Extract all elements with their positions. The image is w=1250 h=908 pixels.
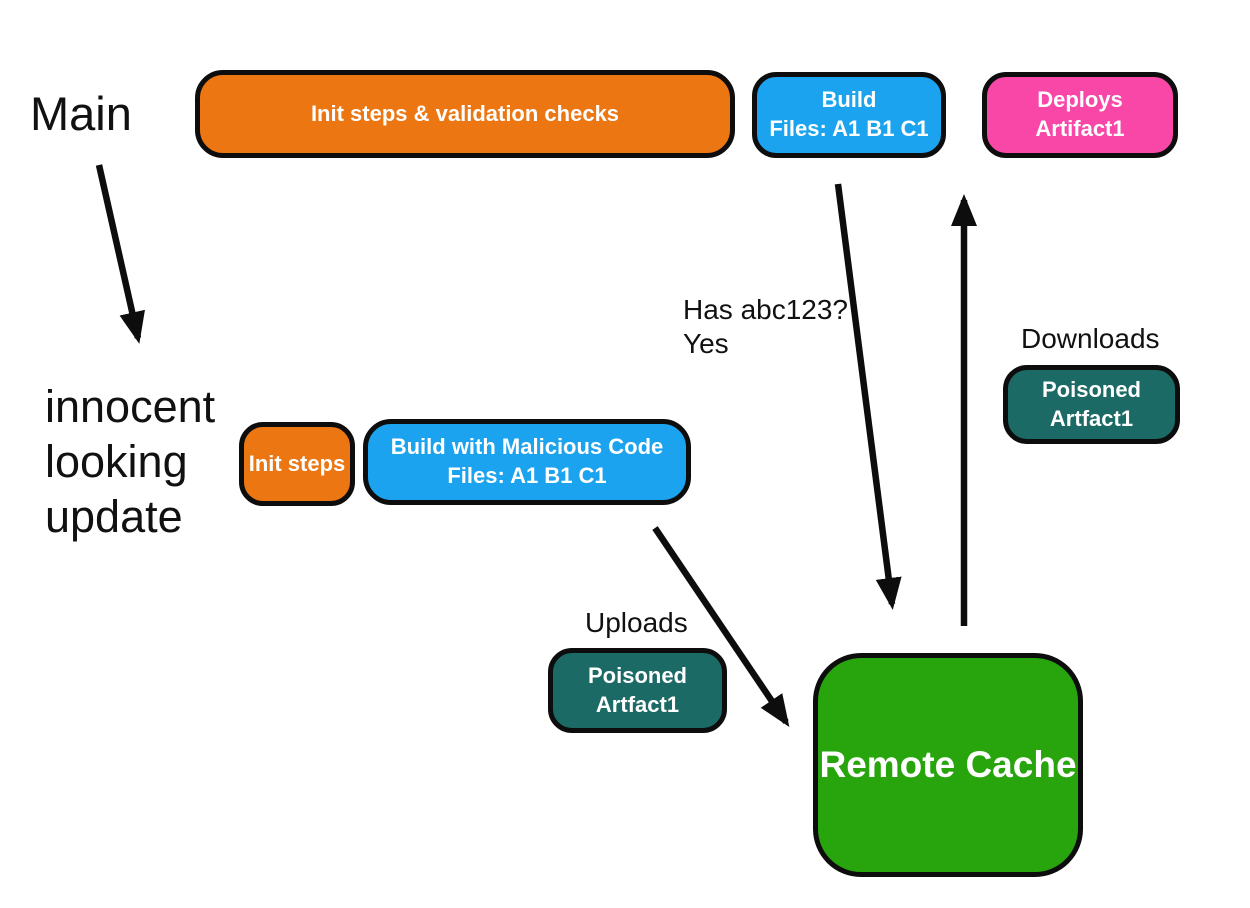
arrow-build-to-remote-cache	[834, 183, 902, 610]
node-deploys-artifact1: Deploys Artifact1	[982, 72, 1178, 158]
arrow-main-to-update	[95, 164, 145, 344]
node-init-steps: Init steps	[239, 422, 355, 506]
has-abc123-label: Has abc123? Yes	[683, 294, 849, 360]
main-branch-label: Main	[30, 87, 132, 140]
node-poisoned-artifact-upload: Poisoned Artfact1	[548, 648, 727, 733]
innocent-update-label: innocent looking update	[45, 381, 216, 542]
node-remote-cache: Remote Cache	[813, 653, 1083, 877]
node-poisoned-artifact-download: Poisoned Artfact1	[1003, 365, 1180, 444]
node-build-with-malicious-code: Build with Malicious Code Files: A1 B1 C…	[363, 419, 691, 505]
uploads-label: Uploads	[585, 607, 688, 638]
node-init-validation-checks: Init steps & validation checks	[195, 70, 735, 158]
downloads-label: Downloads	[1021, 323, 1160, 354]
node-build-files: Build Files: A1 B1 C1	[752, 72, 946, 158]
